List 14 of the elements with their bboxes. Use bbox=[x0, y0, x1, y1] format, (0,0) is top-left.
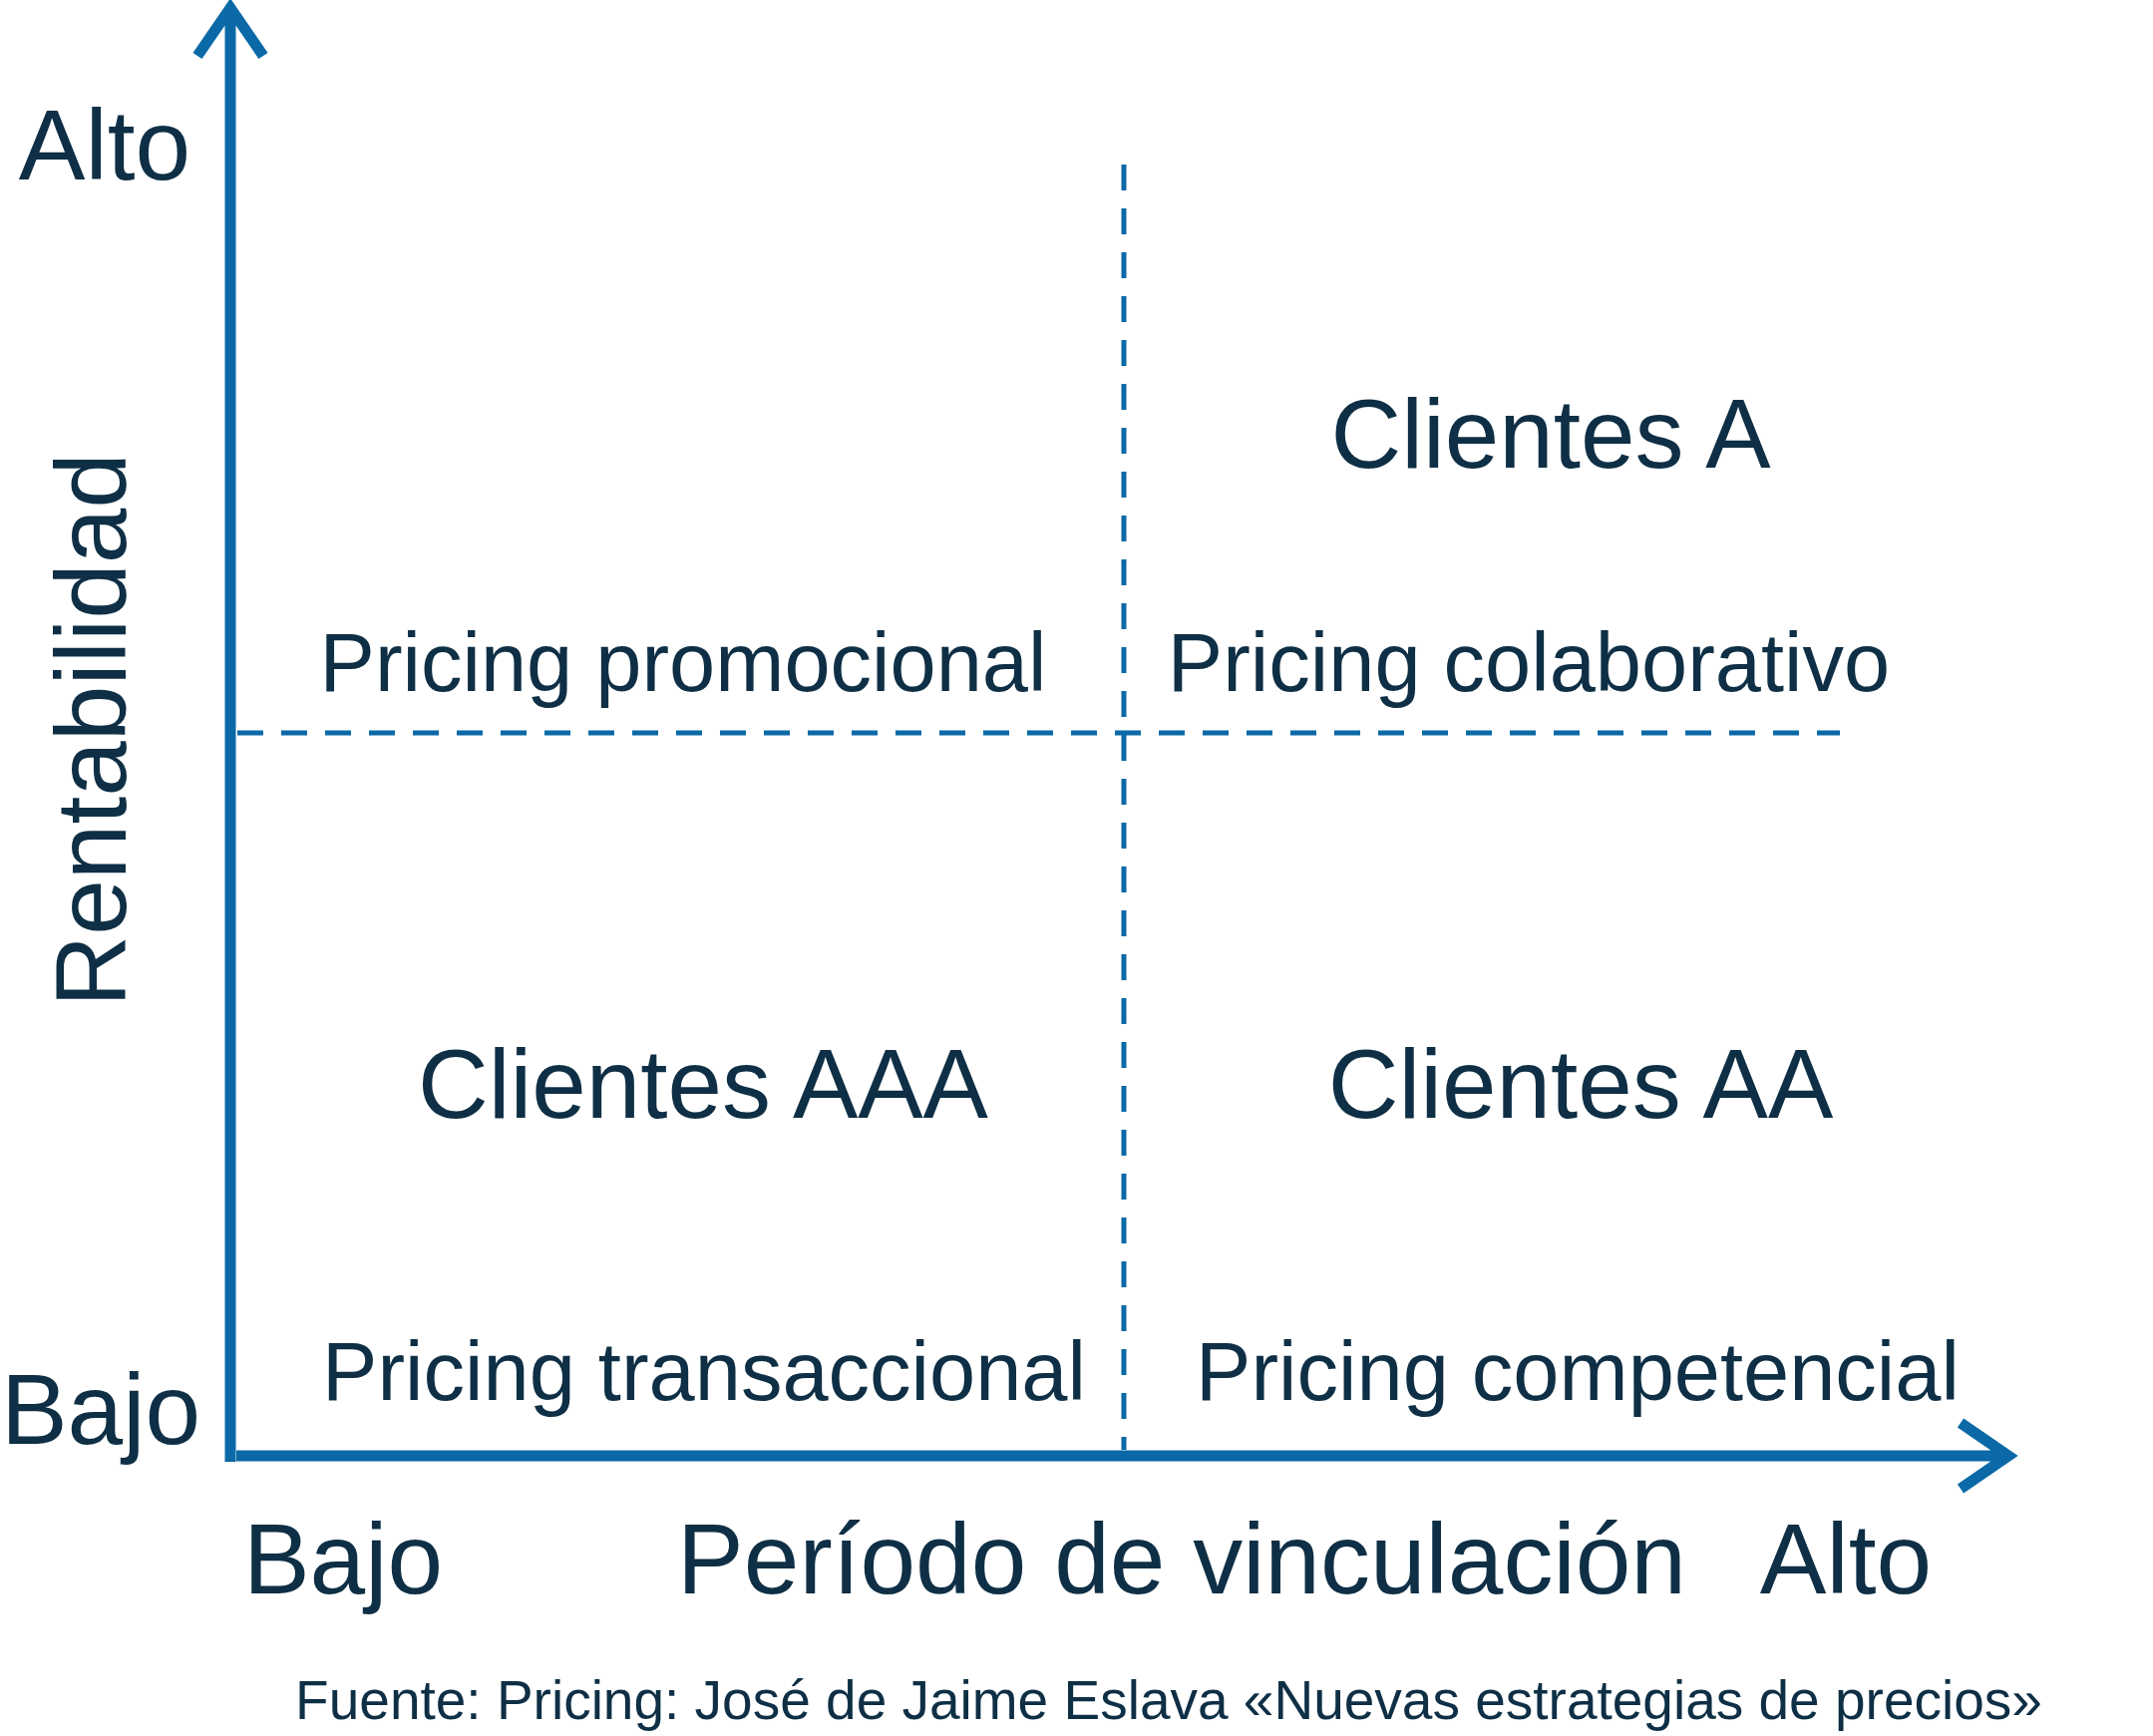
axis-level-label: Bajo bbox=[0, 1351, 201, 1467]
axis-level-label: Bajo bbox=[242, 1501, 444, 1616]
quadrant-label: Pricing transaccional bbox=[322, 1324, 1086, 1421]
source-caption: Fuente: Pricing: José de Jaime Eslava «Nuevas estrategias de precios» bbox=[295, 1667, 2042, 1733]
quadrant-label: Pricing promocional bbox=[319, 615, 1047, 712]
quadrant-title: Clientes A bbox=[1330, 377, 1771, 491]
axis-level-label: Alto bbox=[1759, 1501, 1933, 1616]
quadrant-label: Pricing colaborativo bbox=[1167, 615, 1891, 712]
axis-title: Período de vinculación bbox=[677, 1501, 1686, 1616]
quadrant-label: Pricing competencial bbox=[1196, 1324, 1960, 1421]
quadrant-title: Clientes AA bbox=[1327, 1027, 1834, 1141]
quadrant-title: Clientes AAA bbox=[418, 1027, 988, 1141]
axis-level-label: Alto bbox=[18, 87, 191, 202]
axis-title: Rentabilidad bbox=[33, 453, 148, 1007]
